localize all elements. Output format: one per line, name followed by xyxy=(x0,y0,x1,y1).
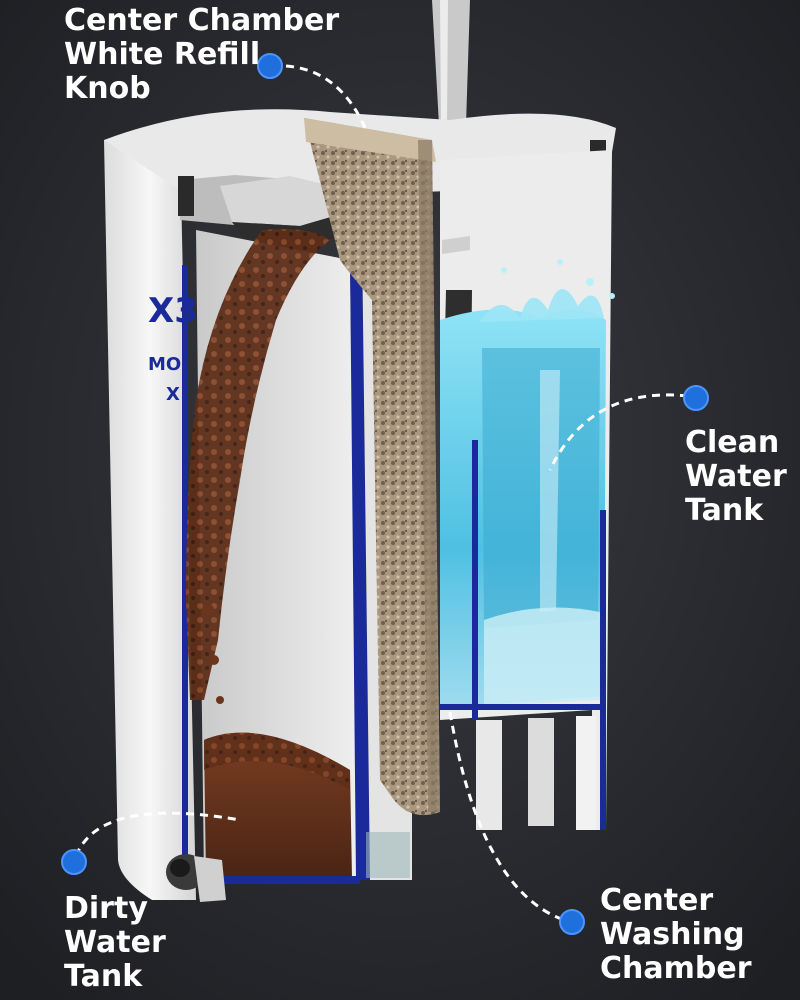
callout-label-washing-chamber: Center Washing Chamber xyxy=(600,884,752,986)
dirty-chamber-trim xyxy=(182,265,188,885)
callout-line: Water xyxy=(685,459,787,494)
callout-line: Dirty xyxy=(64,891,148,926)
callout-dot-refill xyxy=(257,53,283,79)
brand-print-line-2: MO xyxy=(148,354,181,375)
mop-head xyxy=(304,118,440,816)
refill-knob-insert xyxy=(220,176,348,226)
bucket-outer-wall xyxy=(104,140,196,900)
callout-line: White Refill xyxy=(64,37,261,72)
base-leg xyxy=(476,720,502,830)
callout-line: Chamber xyxy=(600,951,752,986)
callout-dot-washing xyxy=(559,909,585,935)
dirty-water-pour xyxy=(186,229,330,700)
callout-line: Center Chamber xyxy=(64,3,340,38)
callout-line: Water xyxy=(64,925,166,960)
callout-line: Knob xyxy=(64,71,151,106)
callout-line: Washing xyxy=(600,917,745,952)
leader-line-clean xyxy=(548,393,689,471)
base-leg xyxy=(576,716,596,830)
callout-label-dirty-tank: Dirty Water Tank xyxy=(64,892,166,994)
callout-label-clean-tank: Clean Water Tank xyxy=(685,426,787,528)
callout-line: Center xyxy=(600,883,714,918)
callout-label-refill-knob: Center Chamber White Refill Knob xyxy=(64,4,339,106)
leader-line-dirty xyxy=(74,811,241,857)
callout-line: Clean xyxy=(685,425,780,460)
leader-line-washing xyxy=(448,711,565,922)
brand-print-line-3: X xyxy=(166,384,180,405)
callout-line: Tank xyxy=(64,959,143,994)
base-leg xyxy=(528,718,554,826)
water-splash xyxy=(480,288,604,322)
brand-print-line-1: X3 xyxy=(148,291,198,331)
callout-dot-clean xyxy=(683,385,709,411)
callout-dot-dirty xyxy=(61,849,87,875)
callout-line: Tank xyxy=(685,493,764,528)
